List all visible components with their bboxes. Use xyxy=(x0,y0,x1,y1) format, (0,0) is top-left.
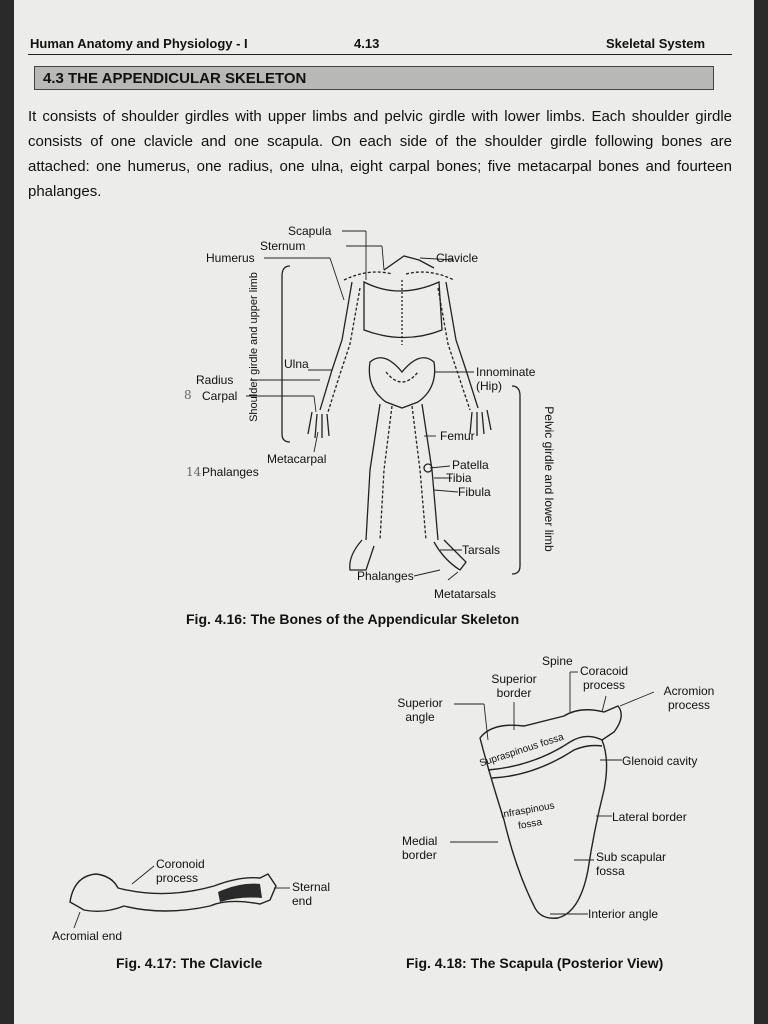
label-sub-scapular-fossa: Sub scapular fossa xyxy=(596,850,667,878)
label-metacarpal: Metacarpal xyxy=(267,452,327,466)
skeleton-figure xyxy=(69,230,655,929)
header-rule xyxy=(28,54,732,55)
label-clavicle: Clavicle xyxy=(436,251,479,265)
label-tarsals: Tarsals xyxy=(462,543,501,557)
label-glenoid-cavity: Glenoid cavity xyxy=(622,754,698,768)
label-interior-angle: Interior angle xyxy=(588,907,659,921)
label-acromion-process: Acromion process xyxy=(663,684,715,712)
header-page-number: 4.13 xyxy=(354,36,380,51)
label-carpal: Carpal xyxy=(202,389,238,403)
textbook-page: Human Anatomy and Physiology - I 4.13 Sk… xyxy=(14,0,754,1024)
label-superior-angle: Superior angle xyxy=(397,696,443,724)
label-acromial-end: Acromial end xyxy=(52,929,123,943)
label-scapula: Scapula xyxy=(288,224,332,238)
handwritten-mark-14: 14 xyxy=(186,465,202,479)
label-pelvic-girdle-group: Pelvic girdle and lower limb xyxy=(542,406,556,552)
label-femur: Femur xyxy=(440,429,475,443)
label-phalanges-upper: Phalanges xyxy=(202,465,259,479)
label-sternal-end: Sternal end xyxy=(292,880,331,908)
label-lateral-border: Lateral border xyxy=(612,810,687,824)
caption-figure-4-18: Fig. 4.18: The Scapula (Posterior View) xyxy=(406,955,664,971)
label-metatarsals: Metatarsals xyxy=(434,587,497,601)
label-medial-border: Medial border xyxy=(402,834,438,862)
label-sternum: Sternum xyxy=(260,239,306,253)
intro-paragraph: It consists of shoulder girdles with upp… xyxy=(28,108,732,200)
header-chapter: Skeletal System xyxy=(606,36,706,51)
label-fibula: Fibula xyxy=(458,485,491,499)
header-book-title: Human Anatomy and Physiology - I xyxy=(30,36,248,51)
label-hip: (Hip) xyxy=(476,379,502,393)
section-title: 4.3 THE APPENDICULAR SKELETON xyxy=(43,70,307,87)
label-innominate: Innominate xyxy=(476,365,536,379)
label-coronoid-process: Coronoid process xyxy=(156,857,205,885)
label-coracoid-process: Coracoid process xyxy=(579,664,629,692)
label-spine: Spine xyxy=(542,654,573,668)
label-phalanges-lower: Phalanges xyxy=(357,569,414,583)
label-tibia: Tibia xyxy=(446,471,472,485)
handwritten-mark-8: 8 xyxy=(184,388,192,402)
label-superior-border: Superior border xyxy=(491,672,537,700)
label-patella: Patella xyxy=(452,458,489,472)
caption-figure-4-16: Fig. 4.16: The Bones of the Appendicular… xyxy=(186,611,520,627)
label-radius: Radius xyxy=(196,373,234,387)
caption-figure-4-17: Fig. 4.17: The Clavicle xyxy=(116,955,263,971)
label-shoulder-girdle-group: Shoulder girdle and upper limb xyxy=(248,272,260,422)
label-humerus: Humerus xyxy=(206,251,255,265)
section-heading: 4.3 THE APPENDICULAR SKELETON xyxy=(34,66,714,90)
label-ulna: Ulna xyxy=(284,357,309,371)
